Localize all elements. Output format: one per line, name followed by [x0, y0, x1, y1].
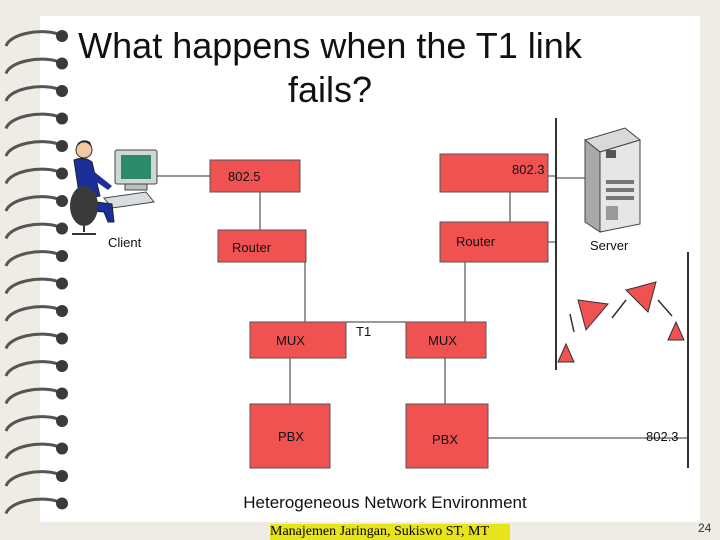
server-label: Server	[590, 238, 629, 253]
server-tower-icon	[583, 127, 642, 233]
page-number: 24	[698, 521, 712, 535]
binding-ring	[4, 140, 68, 157]
ring-802-5-label: 802.5	[228, 169, 261, 184]
diagram-caption: Heterogeneous Network Environment	[243, 493, 527, 512]
binding-ring	[4, 332, 68, 350]
binding-ring	[4, 195, 68, 212]
mux-right-box	[405, 321, 487, 359]
footer-author: Manajemen Jaringan, Sukiswo ST, MT	[270, 524, 510, 540]
mux-left-label: MUX	[276, 333, 305, 348]
binding-ring	[4, 387, 68, 405]
pbx-right-label: PBX	[432, 432, 458, 447]
router-left-label: Router	[232, 240, 272, 255]
pbx-right-box	[405, 403, 489, 469]
pbx-left-label: PBX	[278, 429, 304, 444]
slide-title: What happens when the T1 link fails?	[78, 25, 582, 110]
binding-ring	[4, 442, 68, 460]
binding-ring	[4, 222, 68, 240]
mux-left-box	[249, 321, 347, 359]
client-label: Client	[108, 235, 142, 250]
client-workstation-icon	[70, 140, 158, 235]
binding-ring	[4, 360, 68, 377]
bus-802-3-top-label: 802.3	[512, 162, 545, 177]
mux-right-label: MUX	[428, 333, 457, 348]
binding-ring	[4, 250, 68, 267]
binding-ring	[4, 57, 68, 75]
binding-ring	[4, 470, 68, 487]
ring-802-5-box	[209, 159, 301, 193]
binding-ring	[4, 497, 68, 515]
binding-ring	[4, 305, 68, 322]
binding-ring	[4, 277, 68, 295]
t1-label: T1	[356, 324, 371, 339]
ring-binding-icon	[4, 30, 68, 515]
binding-ring	[4, 415, 68, 432]
satellite-dish-icon	[557, 281, 685, 363]
binding-ring	[4, 167, 68, 185]
pbx-left-box	[249, 403, 331, 469]
binding-ring	[4, 112, 68, 130]
binding-ring	[4, 30, 68, 47]
router-right-label: Router	[456, 234, 496, 249]
bus-802-3-right-label: 802.3	[646, 429, 679, 444]
bus-802-3-box	[439, 153, 549, 193]
binding-ring	[4, 85, 68, 102]
router-right-box	[439, 221, 549, 263]
router-left-box	[217, 229, 307, 263]
